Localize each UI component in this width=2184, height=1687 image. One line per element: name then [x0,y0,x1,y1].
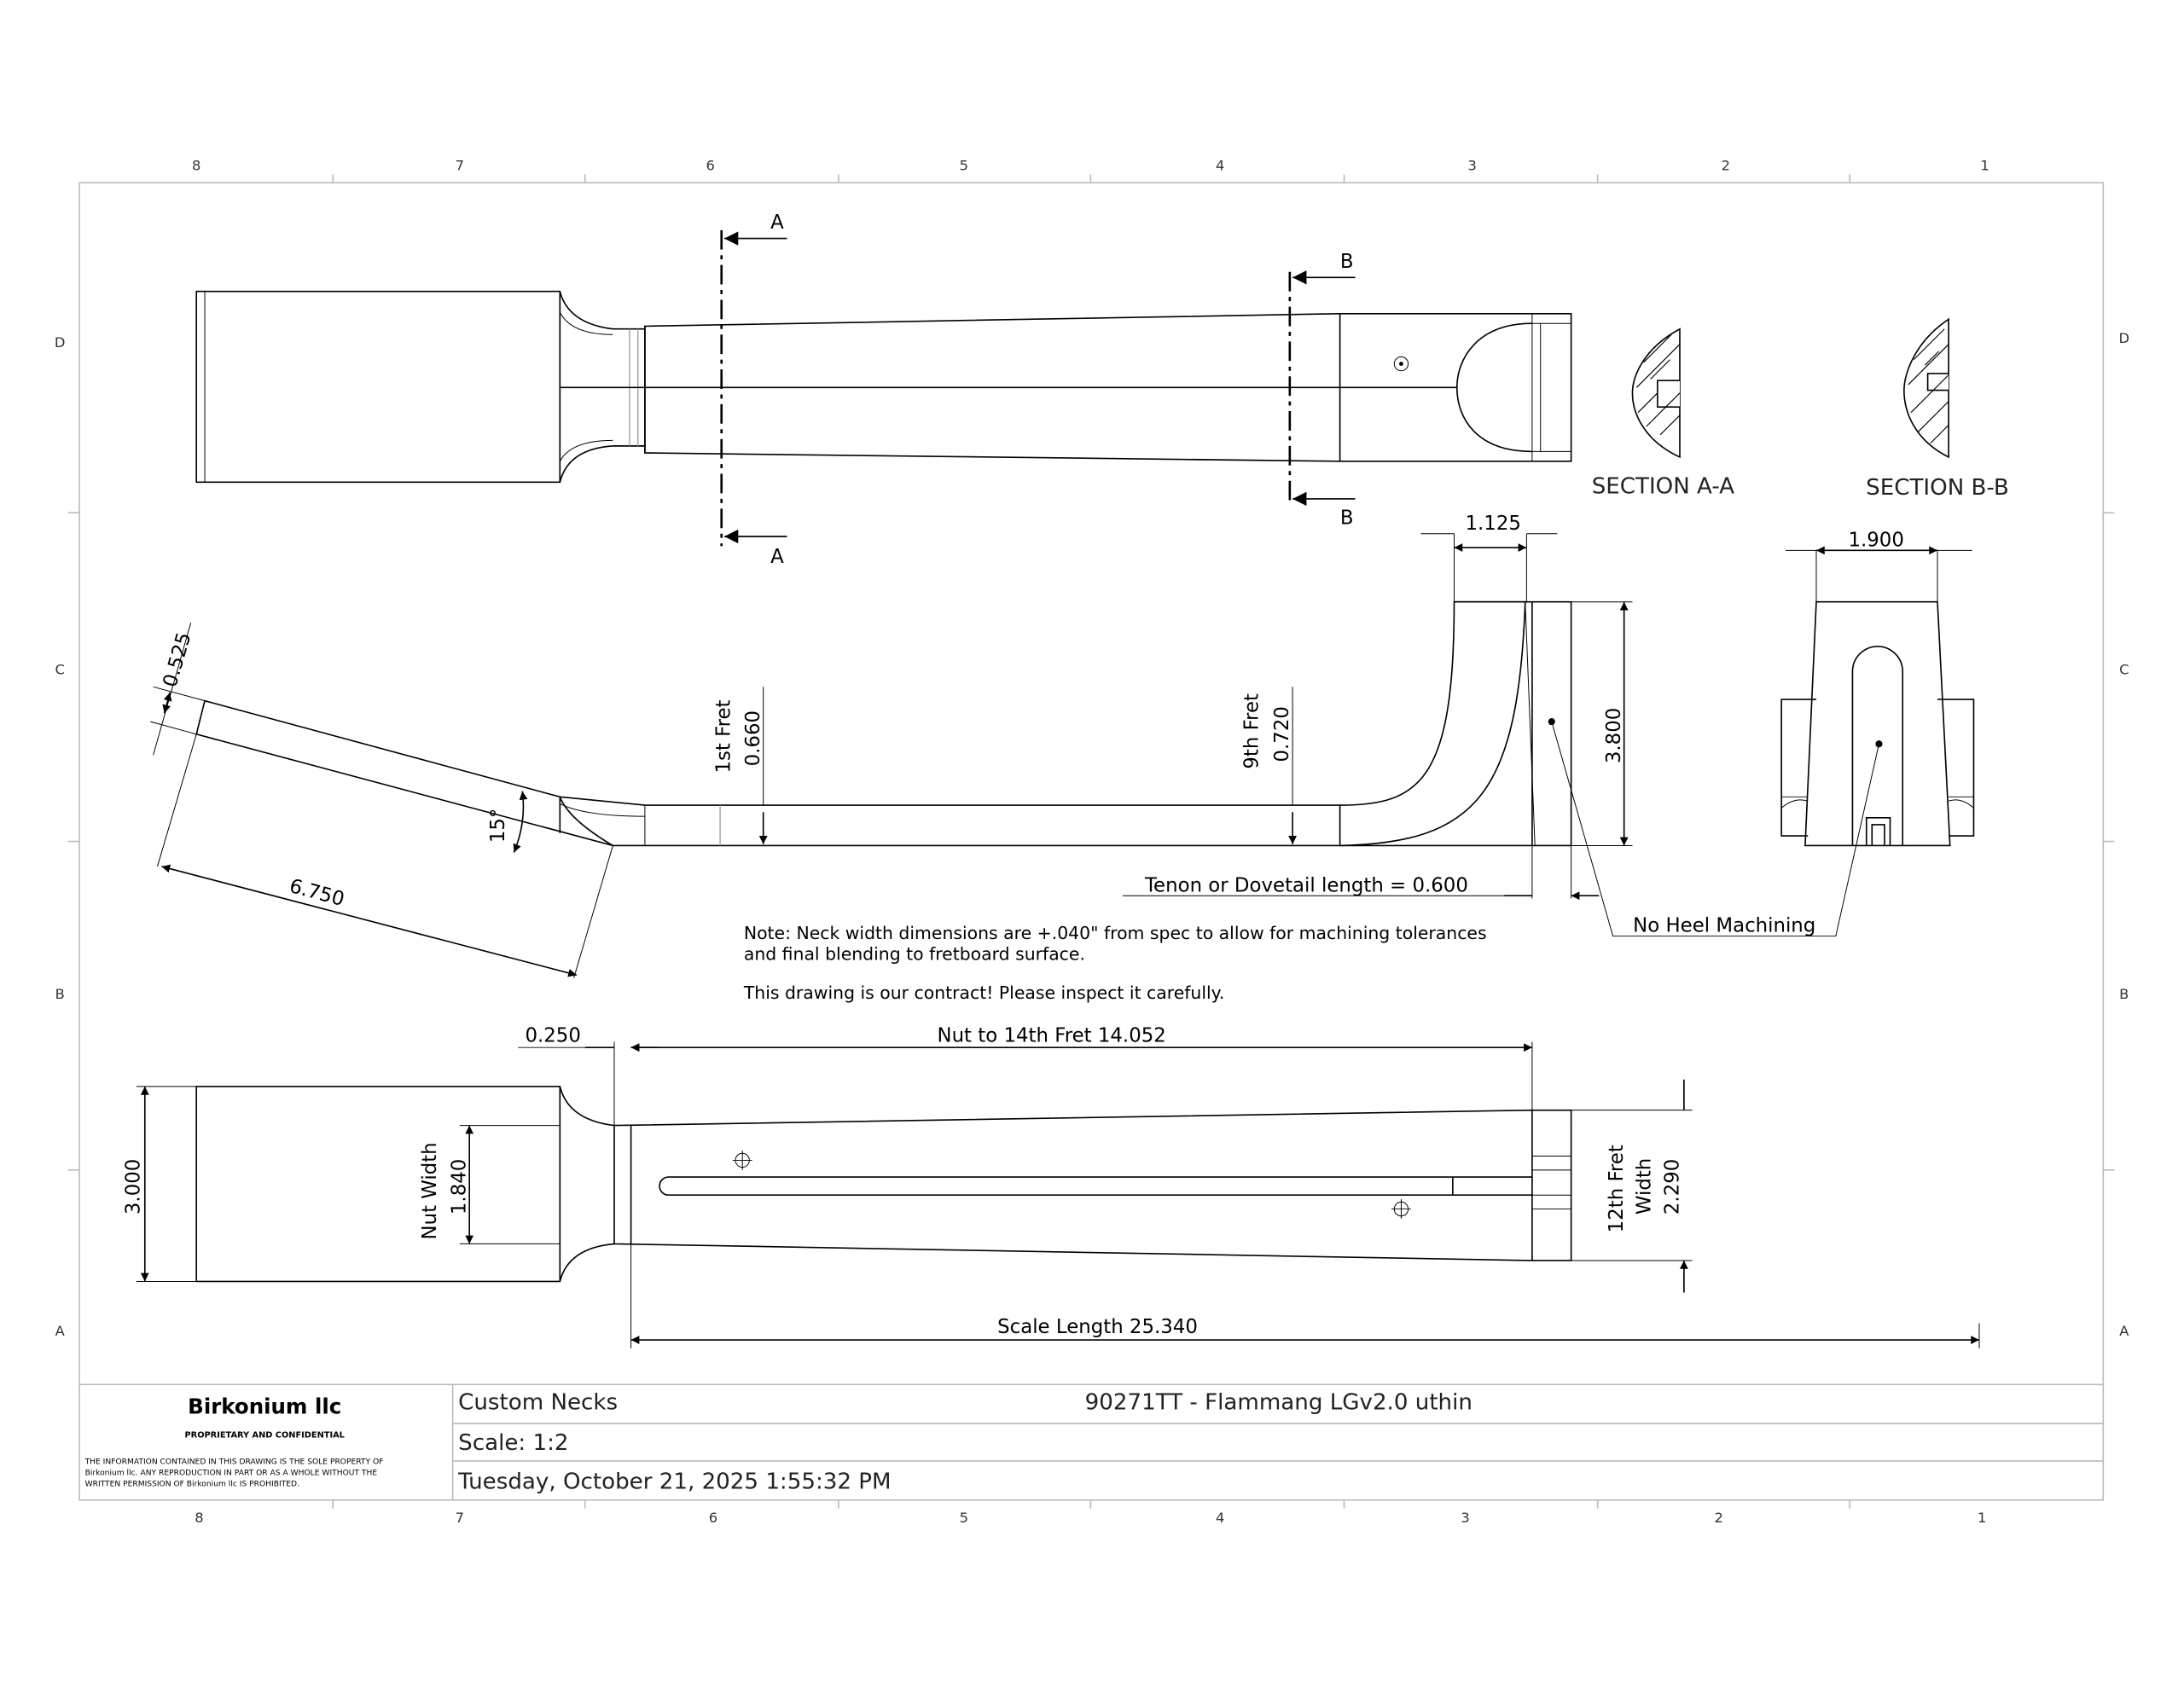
note-line-2: and final blending to fretboard surface. [744,943,1085,964]
first-fret-label: 1st Fret [713,699,735,773]
ninth-fret-value: 0.720 [1271,706,1293,762]
end-view: 1.900 No Heel Machining [1548,529,1975,937]
side-view: 0.525 6.750 15° 1st Fret 0.660 9th Fret … [150,513,1633,978]
zone-row: B [2119,986,2129,1002]
headstock-length-dim: 6.750 [287,875,346,911]
zone-row: D [2119,330,2130,346]
twelfth-fret-label-2: Width [1634,1158,1656,1215]
zone-col: 5 [960,158,968,174]
zone-col: 7 [456,158,464,174]
disclaimer-line-2: Birkonium llc. ANY REPRODUCTION IN PART … [85,1469,378,1477]
nut-width-value: 1.840 [448,1159,470,1215]
section-b-marker-bottom: B [1340,507,1354,529]
zone-col: 3 [1461,1510,1469,1526]
date-field: Tuesday, October 21, 2025 1:55:32 PM [457,1470,891,1495]
zone-row: C [55,662,65,678]
scale-field: Scale: 1:2 [458,1430,568,1456]
zone-labels-sides: D C B A D C B A [55,330,2129,1339]
title-block: Birkonium llc PROPRIETARY AND CONFIDENTI… [79,1383,2104,1500]
zone-row: B [55,986,65,1002]
zone-labels-bottom: 8 7 6 5 4 3 2 1 [195,1510,1986,1526]
disclaimer-line-3: WRITTEN PERMISSION OF Birkonium llc IS P… [85,1480,299,1488]
sheet-border [68,174,2115,1509]
note-line-1: Note: Neck width dimensions are +.040" f… [744,923,1487,943]
section-b-label: SECTION B-B [1866,475,2009,501]
zone-col: 2 [1722,158,1730,174]
zone-row: C [2119,662,2129,678]
zone-row: A [2119,1323,2129,1339]
zone-col: 4 [1216,158,1224,174]
tenon-length-note: Tenon or Dovetail length = 0.600 [1144,874,1468,896]
section-a-label: SECTION A-A [1592,473,1734,499]
heel-height-dim: 3.800 [1603,708,1625,763]
zone-col: 4 [1216,1510,1224,1526]
headstock-thickness-dim: 0.525 [159,630,195,690]
zone-col: 1 [1980,158,1989,174]
part-number-field: 90271TT - Flammang LGv2.0 uthin [1085,1390,1472,1416]
zone-col: 3 [1468,158,1477,174]
section-a-marker-top: A [770,212,784,234]
scale-length-dim: Scale Length 25.340 [997,1316,1198,1338]
notes: Note: Neck width dimensions are +.040" f… [743,923,1487,1003]
section-b-b: SECTION B-B [1866,317,2009,501]
zone-row: A [55,1323,66,1339]
nut-to-14th-dim: Nut to 14th Fret 14.052 [937,1025,1165,1047]
first-fret-value: 0.660 [742,710,764,766]
zone-col: 5 [960,1510,968,1526]
proprietary-label: PROPRIETARY AND CONFIDENTIAL [185,1430,345,1440]
zone-row: D [55,334,66,351]
zone-col: 8 [192,158,200,174]
zone-col: 1 [1978,1510,1986,1526]
category-field: Custom Necks [458,1390,618,1416]
section-a-a: SECTION A-A [1592,328,1734,499]
headstock-width-dim: 3.000 [122,1159,144,1215]
nut-offset-dim: 0.250 [525,1025,580,1047]
ninth-fret-label: 9th Fret [1240,693,1263,769]
end-width-dim: 1.900 [1848,529,1903,551]
zone-labels-top: 8 7 6 5 4 3 2 1 [192,158,1989,174]
zone-col: 7 [456,1510,464,1526]
twelfth-fret-label: 12th Fret [1606,1145,1628,1232]
disclaimer-line-1: THE INFORMATION CONTAINED IN THIS DRAWIN… [84,1458,384,1466]
top-view: A A B B [195,212,1572,568]
nut-width-label: Nut Width [419,1142,441,1239]
headstock-angle-dim: 15° [487,809,509,844]
zone-col: 8 [195,1510,203,1526]
bottom-view: 0.250 Nut to 14th Fret 14.052 3.000 Nut … [122,1025,1980,1348]
note-line-3: This drawing is our contract! Please ins… [743,983,1224,1003]
zone-col: 2 [1714,1510,1722,1526]
no-heel-machining-note: No Heel Machining [1633,915,1815,937]
twelfth-fret-value: 2.290 [1661,1159,1683,1215]
zone-col: 6 [709,1510,717,1526]
section-a-marker-bottom: A [770,546,784,568]
heel-width-dim: 1.125 [1466,513,1521,535]
section-b-marker-top: B [1340,251,1354,273]
zone-col: 6 [706,158,714,174]
company-name: Birkonium llc [188,1394,341,1419]
